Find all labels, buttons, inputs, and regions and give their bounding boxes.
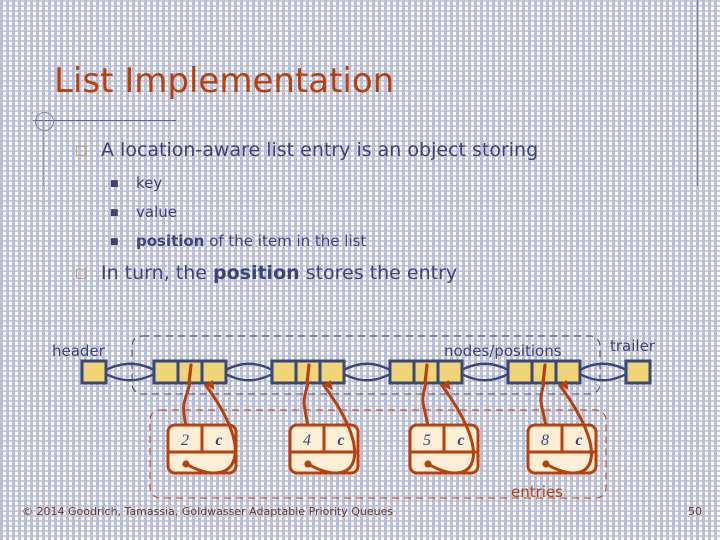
footer-copyright: © 2014 Goodrich, Tamassia, Goldwasser Ad…	[22, 505, 394, 518]
entry-3-value: c	[457, 432, 464, 449]
entry-position-pointers	[182, 363, 548, 427]
entry-4-key: 8	[541, 432, 549, 449]
label-nodes-positions: nodes/positions	[444, 342, 562, 360]
title-vertical-rule	[43, 120, 44, 186]
bullet-item: □ A location-aware list entry is an objec…	[75, 139, 538, 161]
entry-4-to-node-4-pointer	[544, 383, 593, 475]
label-header: header	[52, 342, 105, 360]
trailer-node	[624, 359, 652, 385]
node-2-to-entry-2-pointer	[302, 381, 310, 427]
entry-2-value: c	[337, 432, 344, 449]
page-title: List Implementation	[54, 61, 395, 101]
linked-list-diagram: header nodes/positions trailer entries 2…	[0, 320, 720, 520]
node-3-to-entry-3-pointer	[421, 381, 430, 427]
link-connector-3-backward	[339, 370, 395, 382]
bullet-square-solid-icon: ■	[110, 179, 119, 189]
link-connector-5-backward	[575, 370, 631, 382]
node-1-element-stub	[187, 363, 193, 385]
label-entries: entries	[511, 483, 563, 501]
bullet-item: □ In turn, the position stores the entry	[75, 262, 457, 284]
entry-2-pointer-arrowhead	[323, 380, 333, 390]
label-trailer: trailer	[610, 337, 655, 355]
bullet-text: position	[213, 262, 300, 284]
link-connector-2-backward	[221, 370, 277, 382]
entry-2-to-node-2-pointer	[306, 383, 357, 475]
trailer-node-body	[624, 359, 652, 385]
bullet-item: ■ key	[110, 174, 162, 192]
entry-4-pointer-arrowhead	[559, 380, 569, 390]
bullet-text: key	[136, 174, 163, 192]
entry-4-value: c	[575, 432, 582, 449]
page-number: 50	[688, 505, 702, 518]
bullet-square-solid-icon: ■	[110, 208, 119, 218]
bullet-square-hollow-icon: □	[75, 266, 88, 281]
bullet-text: of the item in the list	[204, 232, 367, 250]
title-circle-decoration	[35, 112, 54, 131]
bullet-text: value	[136, 203, 177, 221]
link-connector-4-backward	[457, 370, 513, 382]
dashed-outline-entries	[149, 409, 607, 499]
link-connector-2	[221, 362, 277, 382]
header-node	[80, 359, 108, 385]
node-4-element-stub	[541, 363, 547, 385]
bullet-item: ■ value	[110, 203, 177, 221]
link-connector-3-forward	[339, 362, 395, 374]
link-connector-5	[575, 362, 631, 382]
entry-outgoing-pointers	[184, 380, 593, 475]
link-connector-1	[101, 362, 159, 382]
bullet-square-hollow-icon: □	[75, 143, 88, 158]
link-connector-1-backward	[101, 370, 159, 382]
node-3-element-stub	[423, 363, 429, 385]
entry-3-key: 5	[423, 432, 431, 449]
node-4-to-entry-4-pointer	[539, 381, 548, 427]
node-2-element-stub	[305, 363, 311, 385]
bullet-text: In turn, the	[101, 262, 213, 284]
bullet-item: ■ position of the item in the list	[110, 232, 366, 250]
entry-3-to-node-3-pointer	[426, 383, 475, 475]
link-connector-1-forward	[101, 362, 159, 374]
entry-3-pointer-arrowhead	[441, 380, 451, 390]
link-connector-3	[339, 362, 395, 382]
node-1-to-entry-1-pointer	[182, 381, 192, 427]
entry-2-key: 4	[303, 432, 311, 449]
link-connector-5-forward	[575, 362, 631, 374]
link-connector-2-forward	[221, 362, 277, 374]
entry-1-to-node-1-pointer	[184, 383, 237, 475]
entry-1-value: c	[215, 432, 222, 449]
bullet-square-solid-icon: ■	[110, 237, 119, 247]
right-vertical-rule	[697, 0, 698, 186]
header-node-body	[80, 359, 108, 385]
bullet-text: stores the entry	[299, 262, 458, 284]
title-divider	[33, 120, 176, 121]
link-connector-4	[457, 362, 513, 382]
entry-1-key: 2	[181, 432, 189, 449]
entry-1-pointer-arrowhead	[205, 380, 215, 390]
bullet-text: A location-aware list entry is an object…	[101, 139, 539, 161]
link-connector-4-forward	[457, 362, 513, 374]
bullet-text: position	[136, 232, 205, 250]
